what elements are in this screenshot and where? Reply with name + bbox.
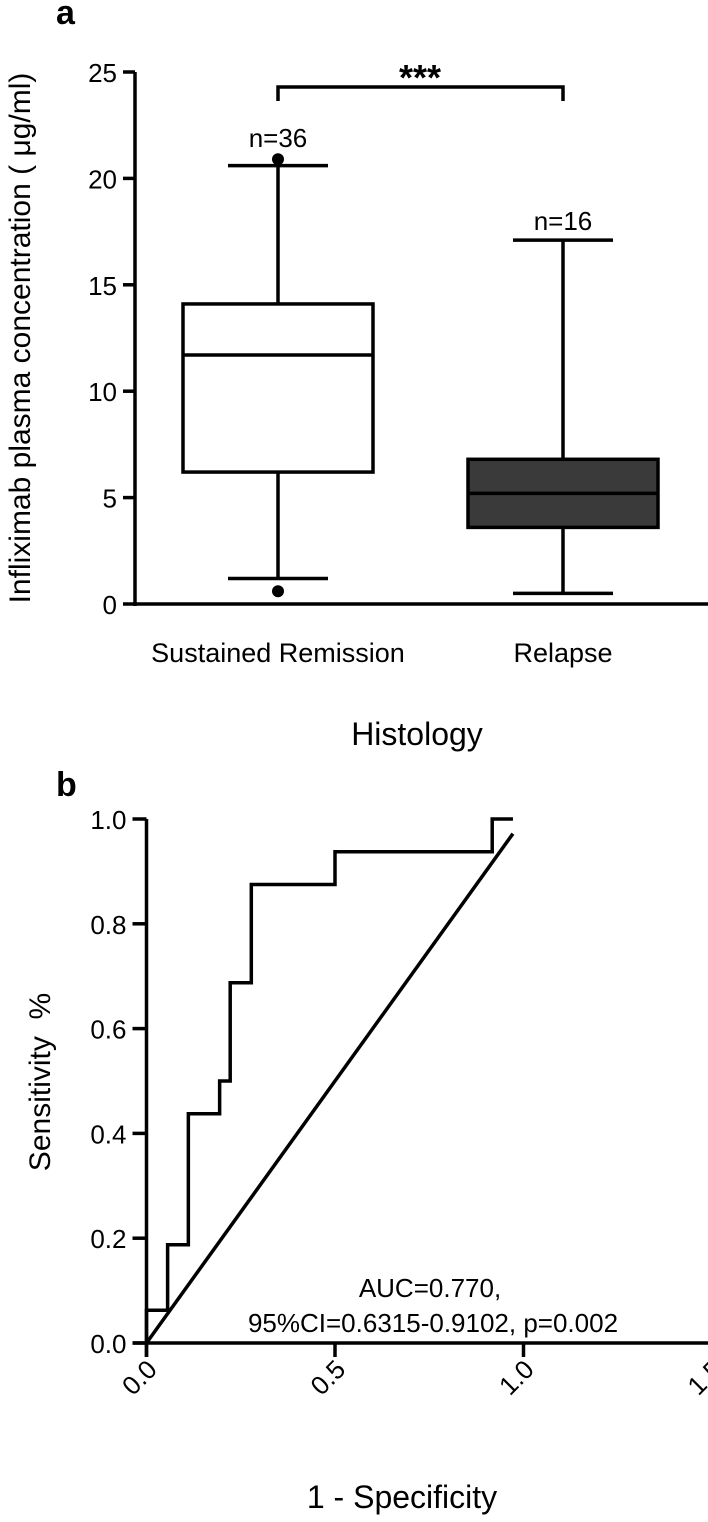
y-tick-label: 0.0 [90, 1329, 126, 1359]
y-tick-label: 0.4 [90, 1119, 126, 1149]
significance-stars: *** [399, 57, 441, 98]
x-tick-label: Sustained Remission [151, 638, 405, 668]
panel-b: b 0.0 0.2 0.4 0.6 0.8 1.0 0.0 0.5 1.0 1.5 Sensiti… [24, 766, 708, 1515]
panel-label-a: a [56, 0, 76, 32]
x-axis-label-b: 1 - Specificity [307, 1479, 497, 1515]
x-axis-label-a: Histology [351, 716, 483, 752]
auc-annotation-line2: 95%CI=0.6315-0.9102, p=0.002 [248, 1308, 618, 1338]
auc-annotation-line1: AUC=0.770, [359, 1273, 501, 1303]
y-tick-label: 20 [88, 164, 117, 194]
x-tick-label: 0.0 [116, 1354, 163, 1401]
panel-label-b: b [56, 766, 77, 804]
y-tick-label: 0.8 [90, 910, 126, 940]
y-axis-label-b: Sensitivity % [24, 993, 57, 1171]
box [181, 302, 375, 474]
reference-diagonal-line [145, 832, 515, 1345]
x-tick-label: 0.5 [304, 1354, 351, 1401]
y-axis-label-a: Infliximab plasma concentration ( μg/ml) [4, 73, 37, 604]
outlier-point [272, 585, 284, 598]
x-tick-label: Relapse [513, 638, 612, 668]
significance-bracket [276, 85, 565, 101]
y-tick-label: 25 [88, 58, 117, 88]
outlier-point [272, 153, 284, 166]
x-tick-label: 1.5 [681, 1354, 708, 1401]
y-tick-label: 1.0 [90, 805, 126, 835]
y-tick-label: 10 [88, 377, 117, 407]
y-tick-label: 15 [88, 271, 117, 301]
x-tick-label: 1.0 [493, 1354, 540, 1401]
y-tick-label: 0 [103, 590, 117, 620]
roc-curve [144, 817, 513, 1343]
n-label: n=16 [534, 206, 593, 236]
n-label: n=36 [249, 123, 308, 153]
y-tick-label: 0.2 [90, 1224, 126, 1254]
y-tick-label: 5 [103, 484, 117, 514]
y-tick-label: 0.6 [90, 1015, 126, 1045]
